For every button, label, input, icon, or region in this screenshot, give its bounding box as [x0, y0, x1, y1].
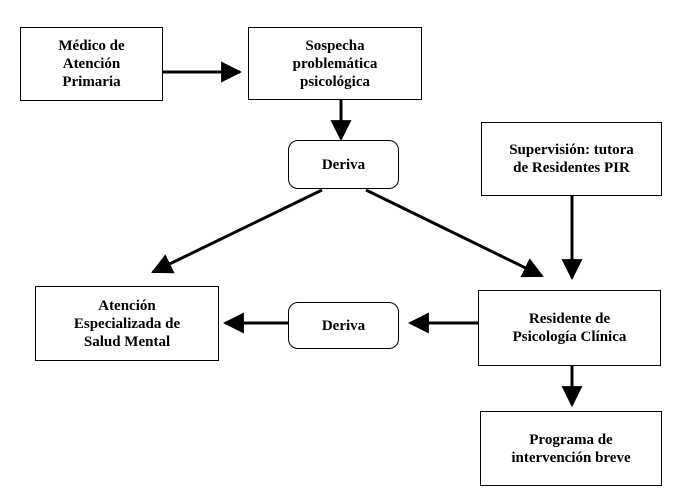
node-residente-psicologia: Residente de Psicología Clínica	[478, 290, 661, 366]
arrow-deriva-to-residente	[365, 188, 544, 278]
node-supervision-tutora: Supervisión: tutora de Residentes PIR	[481, 122, 662, 196]
node-medico-atencion-primaria: Médico de Atención Primaria	[20, 27, 163, 101]
node-programa-intervencion: Programa de intervención breve	[480, 411, 662, 486]
node-atencion-especializada: Atención Especializada de Salud Mental	[35, 286, 219, 361]
node-deriva-top: Deriva	[288, 140, 399, 189]
arrow-deriva-to-atencion	[151, 188, 323, 274]
node-sospecha-problematica: Sospecha problemática psicológica	[248, 27, 422, 100]
node-deriva-mid: Deriva	[288, 302, 399, 349]
